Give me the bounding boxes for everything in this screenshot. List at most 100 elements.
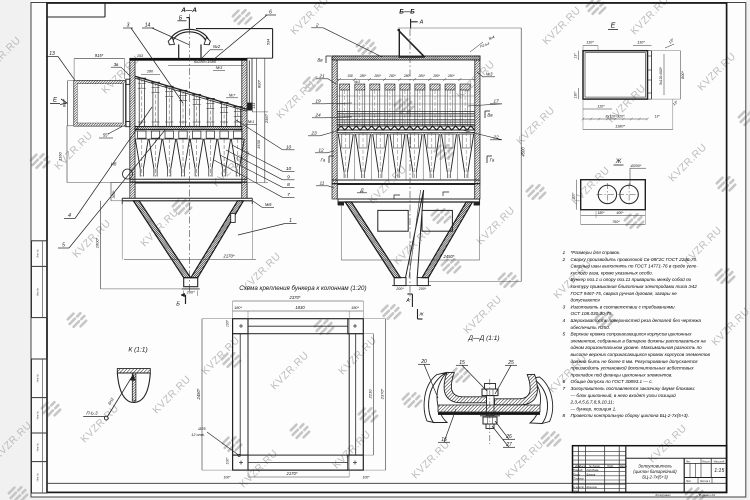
svg-text:Инв.№: Инв.№ [36, 473, 40, 481]
svg-text:№7: №7 [229, 93, 236, 98]
svg-text:элементов, собранных в батарею: элементов, собранных в батарею должны ра… [571, 338, 707, 343]
svg-text:15: 15 [459, 360, 465, 366]
svg-text:14: 14 [145, 23, 151, 29]
svg-text:№1: №1 [248, 119, 255, 124]
svg-text:153: 153 [137, 54, 144, 58]
svg-text:2170*: 2170* [223, 254, 235, 259]
svg-text:4: 4 [563, 318, 566, 324]
svg-text:130*: 130* [574, 91, 578, 99]
svg-text:4500: 4500 [521, 147, 526, 157]
svg-text:№3: №3 [354, 80, 360, 84]
svg-text:2370*: 2370* [289, 295, 301, 300]
svg-text:10: 10 [286, 145, 292, 151]
svg-text:13: 13 [49, 51, 55, 57]
svg-text:Шишкин: Шишкин [587, 485, 598, 489]
svg-text:6: 6 [563, 379, 566, 385]
svg-text:Золоуловитель: Золоуловитель [638, 463, 672, 468]
svg-text:1180*: 1180* [615, 125, 625, 129]
svg-text:1: 1 [289, 218, 292, 224]
svg-text:1530: 1530 [256, 139, 261, 149]
svg-text:№4: №4 [488, 35, 495, 41]
svg-text:№3: №3 [486, 72, 494, 77]
svg-text:2450*: 2450* [196, 388, 201, 400]
svg-text:8х110=920*: 8х110=920* [605, 115, 625, 119]
svg-text:26: 26 [505, 434, 512, 440]
svg-text:А—А: А—А [180, 7, 197, 14]
svg-text:800*: 800* [681, 71, 685, 79]
svg-text:Лит.: Лит. [686, 460, 691, 463]
svg-text:А: А [405, 298, 410, 304]
svg-text:11: 11 [320, 181, 325, 187]
svg-text:3: 3 [563, 304, 566, 310]
svg-text:Пров.: Пров. [573, 472, 580, 476]
svg-text:К (1:1): К (1:1) [128, 347, 147, 354]
svg-text:200*: 200* [395, 287, 404, 291]
svg-text:19: 19 [315, 99, 321, 105]
svg-text:12 отв.: 12 отв. [191, 433, 205, 437]
svg-text:высоте верхних соприкасающихся: высоте верхних соприкасающихся кромок ко… [571, 352, 711, 357]
svg-text:280*: 280* [388, 74, 396, 78]
svg-text:110*: 110* [586, 41, 594, 45]
svg-text:305*: 305* [112, 190, 116, 198]
svg-text:Ж: Ж [615, 159, 622, 165]
svg-text:280*: 280* [403, 74, 411, 78]
svg-text:20: 20 [420, 359, 427, 365]
svg-text:Общие допуски по ГОСТ 30893.1: Общие допуски по ГОСТ 30893.1 — с. [571, 379, 653, 384]
svg-text:6Н2: 6Н2 [107, 396, 115, 406]
svg-text:— блок циклонный, в него входя: — блок циклонный, в него входят узлы поз… [570, 392, 677, 398]
svg-text:200*: 200* [418, 287, 427, 291]
svg-text:Б: Б [179, 16, 183, 22]
svg-text:280*: 280* [418, 74, 426, 78]
svg-text:100*: 100* [363, 476, 371, 480]
svg-text:1:15: 1:15 [714, 468, 724, 474]
svg-text:800*: 800* [62, 98, 67, 107]
svg-text:13*: 13* [668, 37, 675, 44]
svg-text:2,3,4,5,6,7,8,9,10,11;: 2,3,4,5,6,7,8,9,10,11; [570, 400, 615, 405]
svg-text:Га: Га [490, 158, 495, 163]
svg-text:534: 534 [267, 39, 271, 45]
svg-text:24: 24 [314, 113, 321, 119]
svg-text:Схема крепления бункера к коло: Схема крепления бункера к колоннам (1:20… [239, 285, 366, 292]
svg-text:17: 17 [493, 99, 499, 105]
svg-text:400*: 400* [617, 211, 625, 215]
svg-text:Коробова: Коробова [587, 468, 599, 472]
svg-text:Провести контрольную сборку ци: Провести контрольную сборку циклона БЦ-2… [571, 413, 690, 418]
svg-text:27: 27 [505, 442, 512, 448]
svg-text:Ж: Ж [418, 312, 424, 317]
svg-text:№ докум.: № докум. [589, 464, 601, 468]
svg-text:3: 3 [127, 23, 130, 29]
svg-text:2170*: 2170* [286, 471, 298, 476]
svg-text:5: 5 [563, 332, 566, 338]
svg-text:№3: №3 [216, 65, 223, 70]
svg-text:Вв: Вв [317, 58, 323, 63]
svg-text:Бурков: Бурков [587, 472, 596, 476]
svg-text:Иб: Иб [111, 162, 117, 167]
svg-text:760*: 760* [612, 220, 620, 224]
svg-text:должна быть не более 6 мм. Рег: должна быть не более 6 мм. Регулирование… [571, 359, 699, 364]
svg-text:280*: 280* [447, 74, 455, 78]
svg-text:прокладок под фланцы циклонных: прокладок под фланцы циклонных элементов… [571, 372, 673, 377]
svg-text:производить установкой дополни: производить установкой дополнительных ас… [571, 365, 695, 371]
svg-text:Е: Е [611, 23, 616, 30]
svg-text:Инв.№: Инв.№ [36, 249, 40, 257]
svg-text:5: 5 [62, 243, 65, 249]
svg-text:Лист: Лист [578, 464, 587, 468]
svg-text:Н1-Ь4: Н1-Ь4 [479, 42, 489, 49]
svg-text:13*: 13* [574, 53, 578, 59]
svg-text:Инв.№: Инв.№ [36, 288, 40, 296]
svg-text:Д—Д (1:1): Д—Д (1:1) [467, 335, 499, 342]
svg-text:обеспечить Rz50.: обеспечить Rz50. [571, 325, 611, 330]
svg-text:280*: 280* [373, 74, 381, 78]
svg-text:Масса: Масса [702, 460, 710, 463]
svg-text:25: 25 [507, 360, 514, 366]
svg-text:Т.контр.: Т.контр. [573, 477, 584, 481]
svg-text:100*: 100* [226, 319, 230, 327]
svg-text:12: 12 [318, 148, 324, 154]
svg-text:ОСТ 108.030.30-79.: ОСТ 108.030.30-79. [571, 311, 613, 316]
svg-text:Зв: Зв [114, 62, 120, 67]
svg-text:Листов 1: Листов 1 [700, 480, 711, 483]
svg-text:А: А [419, 20, 424, 26]
svg-text:6: 6 [269, 10, 272, 16]
svg-text:158: 158 [347, 74, 353, 78]
svg-text:5х130=600*: 5х130=600* [659, 66, 663, 84]
